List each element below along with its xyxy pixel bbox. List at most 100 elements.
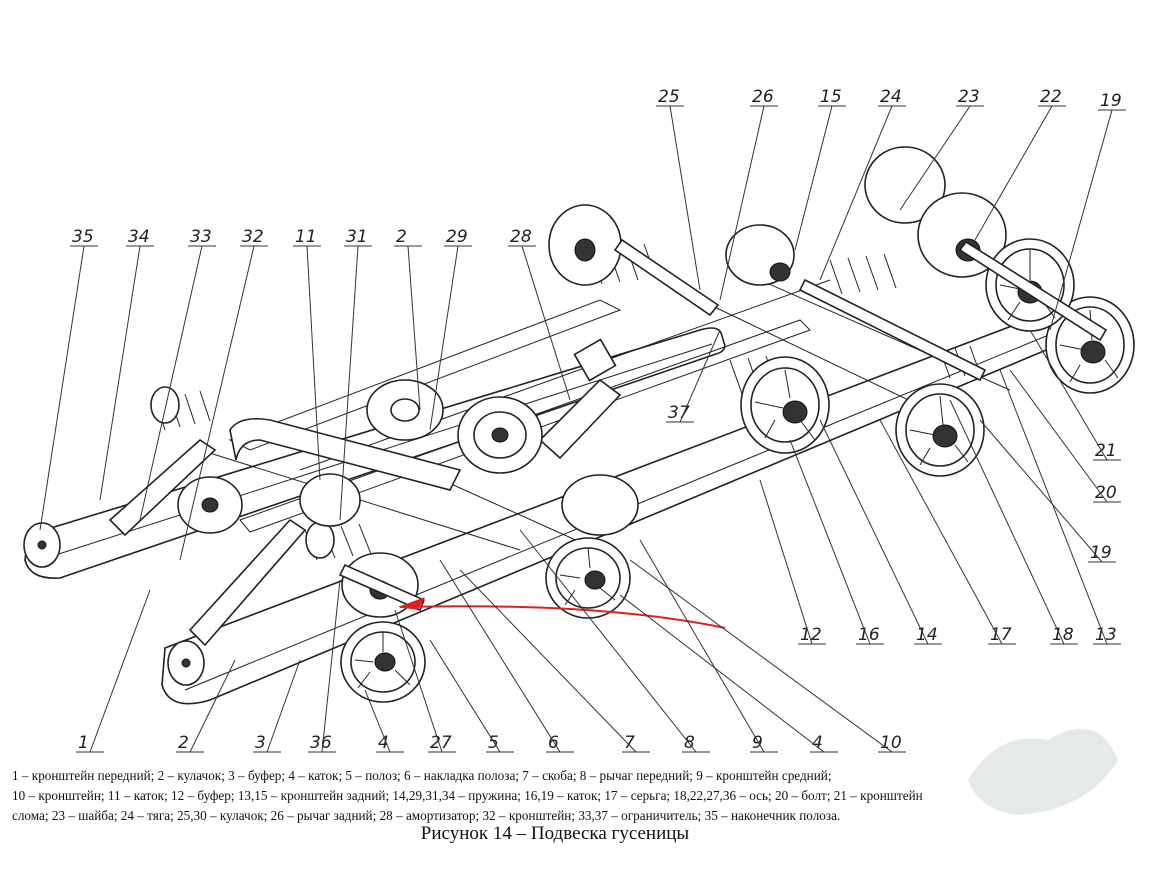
svg-text:9: 9 — [752, 733, 763, 753]
svg-text:29: 29 — [446, 227, 468, 247]
callout-label-bottom: 4 — [364, 689, 404, 753]
callout-label-right: 19 — [979, 419, 1116, 563]
svg-text:5: 5 — [488, 733, 499, 753]
callout-label-right: 13 — [999, 369, 1121, 645]
callout-label-bottom: 5 — [429, 639, 514, 753]
callout-label-left: 33 — [139, 227, 216, 521]
callout-label-left: 2 — [394, 227, 422, 411]
wheel-4-mid — [545, 537, 631, 619]
legend-line-3: слома; 23 – шайба; 24 – тяга; 25,30 – ку… — [12, 808, 841, 823]
callout-label-right: 21 — [1029, 329, 1121, 461]
callout-label-right: 20 — [1009, 369, 1121, 503]
svg-text:12: 12 — [800, 625, 822, 645]
callout-label-bottom: 3 — [253, 659, 301, 753]
svg-text:37: 37 — [668, 403, 690, 423]
parts-legend: 1 – кронштейн передний; 2 – кулачок; 3 –… — [12, 766, 1112, 826]
wheel-rear-mid — [725, 224, 795, 286]
callout-label-bottom: 1 — [76, 589, 151, 753]
callout-label-left: 11 — [293, 227, 321, 481]
svg-text:15: 15 — [820, 87, 842, 107]
svg-text:1: 1 — [78, 733, 89, 753]
wheel-19-rear — [1045, 296, 1135, 394]
runner-tip-right — [167, 640, 205, 686]
svg-text:24: 24 — [880, 87, 902, 107]
callout-label-bottom: 2 — [176, 659, 236, 753]
wheel-front-inner — [177, 476, 243, 534]
svg-text:34: 34 — [128, 227, 150, 247]
axles — [338, 238, 1108, 612]
callout-label-right: 17 — [879, 419, 1016, 645]
callout-label-bottom: 6 — [439, 559, 574, 753]
callout-label-right: 16 — [789, 439, 884, 645]
svg-text:25: 25 — [658, 87, 680, 107]
svg-text:2: 2 — [178, 733, 189, 753]
callout-label-left: 34 — [99, 227, 154, 501]
svg-text:31: 31 — [346, 227, 368, 247]
callout-label-bottom: 7 — [459, 569, 650, 753]
svg-text:10: 10 — [880, 733, 902, 753]
callout-label-left: 32 — [179, 227, 268, 561]
callout-label-top: 15 — [794, 87, 846, 251]
svg-text:17: 17 — [990, 625, 1012, 645]
callout-label-top: 23 — [899, 87, 984, 211]
callout-label-top: 26 — [719, 87, 778, 301]
callout-label-right: 18 — [949, 399, 1078, 645]
wheel-4-front — [340, 621, 426, 703]
svg-text:2: 2 — [396, 227, 407, 247]
svg-text:4: 4 — [378, 733, 389, 753]
legend-line-2: 10 – кронштейн; 11 – каток; 12 – буфер; … — [12, 788, 923, 803]
figure-caption: Рисунок 14 – Подвеска гусеницы — [420, 823, 690, 844]
callout-label-right: 12 — [759, 479, 826, 645]
wheel-19-front — [895, 383, 985, 477]
svg-text:26: 26 — [752, 87, 774, 107]
callout-label-bottom: 8 — [519, 529, 710, 753]
callout-label-middle: 37 — [666, 329, 721, 423]
callout-label-top: 24 — [819, 87, 906, 281]
red-arrow — [398, 597, 726, 629]
callout-label-left: 28 — [508, 227, 571, 401]
callout-label-bottom: 4 — [619, 594, 838, 753]
callout-label-bottom: 36 — [308, 579, 341, 753]
wheel-16 — [740, 356, 830, 454]
svg-text:28: 28 — [510, 227, 532, 247]
callout-label-top: 25 — [656, 87, 701, 291]
svg-text:7: 7 — [624, 733, 635, 753]
svg-text:35: 35 — [72, 227, 94, 247]
callout-label-left: 35 — [39, 227, 98, 531]
svg-text:6: 6 — [548, 733, 559, 753]
svg-text:16: 16 — [858, 625, 880, 645]
legend-line-1: 1 – кронштейн передний; 2 – кулачок; 3 –… — [12, 768, 832, 783]
wheel-29 — [457, 396, 543, 474]
spring-front-left — [150, 386, 211, 431]
watermark-logo — [968, 728, 1118, 815]
svg-text:11: 11 — [295, 227, 317, 247]
svg-text:3: 3 — [255, 733, 266, 753]
spring-front-right — [304, 521, 372, 561]
callout-label-top: 19 — [1049, 91, 1126, 331]
svg-text:36: 36 — [310, 733, 332, 753]
svg-text:27: 27 — [430, 733, 452, 753]
wheel-11 — [366, 379, 444, 441]
svg-text:32: 32 — [242, 227, 264, 247]
callout-label-bottom: 27 — [394, 609, 456, 753]
callout-label-bottom: 9 — [639, 539, 778, 753]
wheel-center — [561, 474, 639, 536]
svg-text:33: 33 — [190, 227, 212, 247]
svg-text:19: 19 — [1100, 91, 1122, 111]
svg-text:22: 22 — [1040, 87, 1062, 107]
svg-text:13: 13 — [1095, 625, 1117, 645]
svg-text:4: 4 — [812, 733, 823, 753]
svg-text:21: 21 — [1095, 441, 1117, 461]
runner-tip-left — [23, 522, 61, 568]
callout-label-left: 31 — [339, 227, 372, 521]
shock-absorber — [538, 338, 622, 460]
callout-label-right: 14 — [819, 419, 942, 645]
callout-label-bottom: 10 — [629, 559, 906, 753]
svg-text:23: 23 — [958, 87, 980, 107]
wheel-rear-left — [548, 204, 622, 286]
callout-label-top: 22 — [974, 87, 1066, 241]
callout-label-left: 29 — [429, 227, 472, 431]
svg-text:20: 20 — [1095, 483, 1117, 503]
